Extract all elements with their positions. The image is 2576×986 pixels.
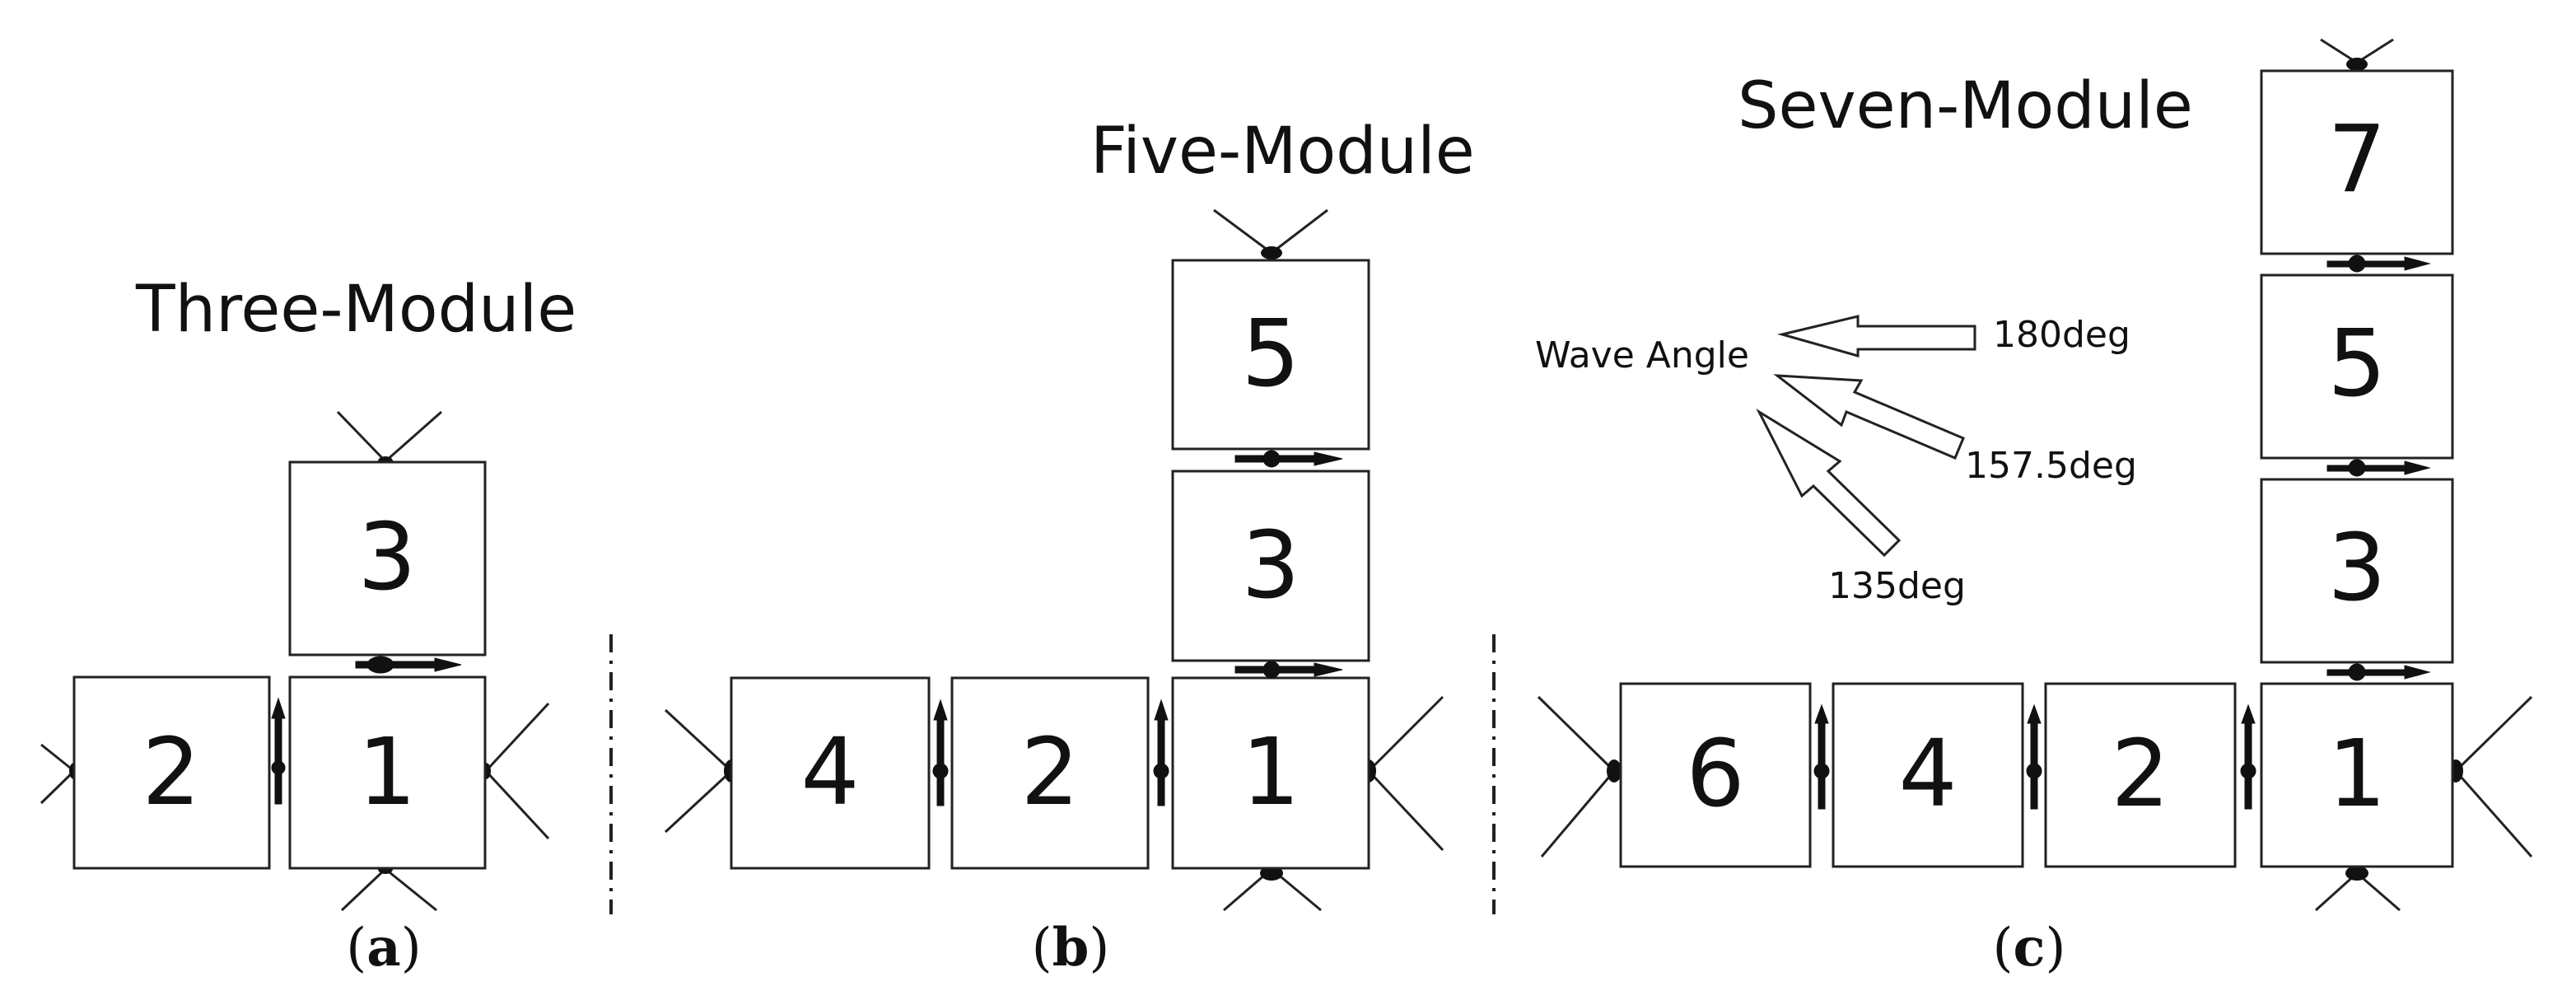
wave-angle-157: 157.5deg: [1965, 445, 2137, 487]
module-2: 2: [72, 675, 271, 870]
caption-b: (b): [1032, 917, 1110, 979]
module-4: 4: [730, 676, 931, 870]
svg-text:3: 3: [357, 504, 416, 611]
pto-connector: [1153, 699, 1169, 806]
pto-connector: [1234, 450, 1343, 468]
pto-connector: [1813, 703, 1830, 810]
svg-text:1: 1: [2327, 721, 2386, 828]
svg-text:4: 4: [1898, 721, 1957, 828]
wave-arrow-135: [1756, 408, 1902, 558]
panel-b: Five-Module 4 2 1: [664, 114, 1475, 979]
module-3: 3: [1171, 470, 1370, 662]
caption-c: (c): [1993, 917, 2066, 979]
module-2: 2: [950, 676, 1150, 870]
wave-arrow-180: [1777, 315, 1976, 357]
module-6: 6: [1619, 682, 1812, 868]
module-5: 5: [2260, 273, 2454, 460]
svg-text:(c): (c): [1993, 917, 2066, 979]
svg-text:(b): (b): [1032, 917, 1110, 979]
svg-text:2: 2: [2111, 721, 2169, 828]
svg-text:2: 2: [1020, 719, 1079, 826]
pto-connector: [2240, 703, 2256, 810]
pto-connector: [932, 699, 949, 806]
svg-text:4: 4: [800, 719, 859, 826]
module-3: 3: [288, 460, 487, 657]
pto-connector: [2326, 255, 2431, 273]
module-3: 3: [2260, 478, 2454, 664]
module-1: 1: [1171, 676, 1370, 870]
panel-c: Seven-Module Wave Angle 180deg 157.5deg …: [1535, 38, 2533, 979]
panel-c-title: Seven-Module: [1738, 69, 2193, 143]
wave-angle-135: 135deg: [1828, 565, 1966, 607]
module-1: 1: [2260, 682, 2454, 868]
wave-angle-label: Wave Angle: [1535, 334, 1749, 376]
pto-connector: [2326, 663, 2431, 681]
pto-connector: [271, 697, 286, 805]
panel-a: Three-Module 2 1 3: [40, 273, 576, 979]
svg-text:1: 1: [1241, 719, 1300, 826]
svg-text:2: 2: [142, 719, 200, 826]
module-1: 1: [288, 675, 487, 870]
mooring-lines: [1537, 38, 2533, 912]
svg-text:5: 5: [2327, 311, 2386, 418]
wave-angle-indicator: Wave Angle 180deg 157.5deg 135deg: [1535, 314, 2137, 607]
module-2: 2: [2044, 682, 2237, 868]
svg-text:(a): (a): [346, 917, 421, 979]
panel-a-title: Three-Module: [135, 273, 576, 347]
svg-text:7: 7: [2327, 106, 2386, 213]
svg-text:6: 6: [1686, 721, 1744, 828]
module-7: 7: [2260, 69, 2454, 255]
pto-connector: [2326, 459, 2431, 477]
module-4: 4: [1832, 682, 2024, 868]
pto-connector: [1234, 661, 1343, 679]
svg-text:5: 5: [1241, 301, 1300, 408]
wave-angle-180: 180deg: [1993, 314, 2130, 356]
caption-a: (a): [346, 917, 421, 979]
mooring-lines: [40, 410, 550, 912]
pto-connector: [355, 656, 462, 674]
panel-b-title: Five-Module: [1090, 114, 1475, 189]
svg-text:3: 3: [2327, 515, 2386, 622]
svg-text:1: 1: [357, 719, 416, 826]
svg-text:3: 3: [1241, 512, 1300, 619]
module-5: 5: [1171, 259, 1370, 451]
wave-arrow-157: [1773, 374, 1965, 460]
pto-connector: [2026, 703, 2042, 810]
